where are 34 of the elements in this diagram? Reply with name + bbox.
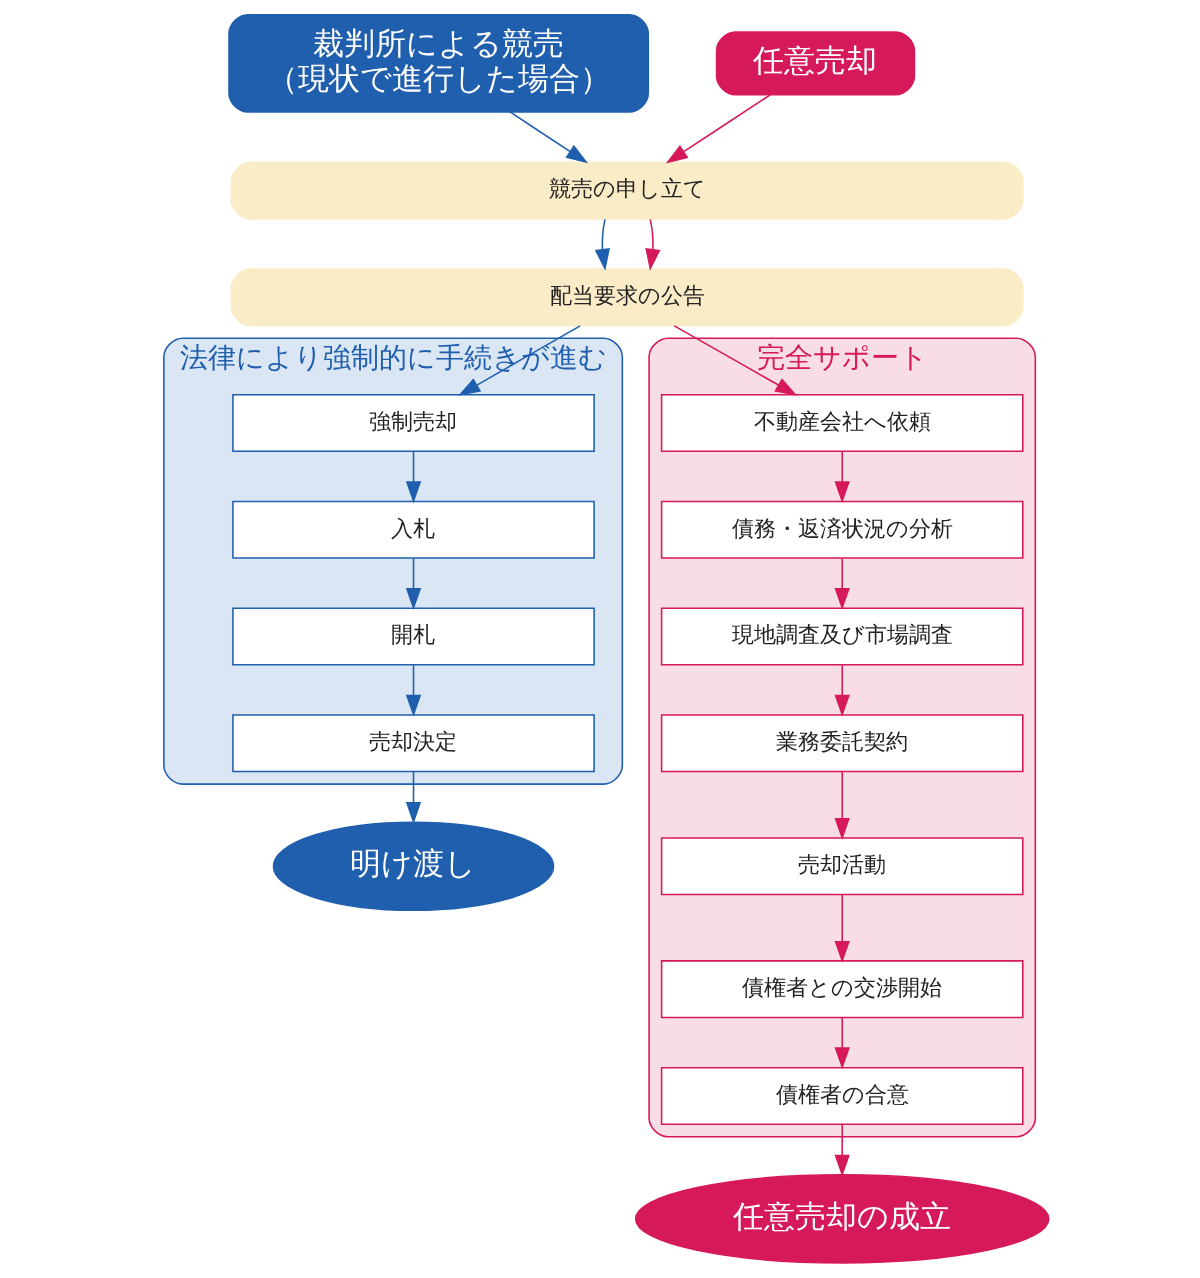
arrow [834, 1123, 850, 1177]
node-box: 強制売却 [232, 393, 595, 453]
arrow [405, 451, 422, 504]
node-ellipse: 明け渡し [272, 821, 555, 912]
arrow [834, 894, 850, 963]
node-ellipse: 任意売却の成立 [634, 1174, 1050, 1264]
node-box: 債権者の合意 [660, 1066, 1024, 1125]
node-box: 現地調査及び市場調査 [660, 607, 1024, 666]
arrow [834, 451, 850, 504]
node-box: 任意売却 [715, 31, 916, 96]
node-box: 債務・返済状況の分析 [660, 500, 1024, 559]
node-box: 債権者との交渉開始 [660, 960, 1024, 1019]
node-box: 売却活動 [660, 837, 1024, 896]
node-box: 開札 [232, 607, 595, 666]
arrow [458, 325, 581, 396]
node-box: 売却決定 [232, 714, 595, 773]
arrow [405, 664, 422, 717]
arrow [834, 771, 850, 840]
arrow [405, 771, 422, 824]
arrow [673, 325, 798, 396]
node-box: 業務委託契約 [660, 714, 1024, 773]
node-box: 不動産会社へ依頼 [660, 393, 1024, 453]
node-box: 配当要求の公告 [230, 268, 1024, 327]
node-box: 入札 [232, 500, 595, 559]
arrow [834, 1017, 850, 1070]
arrow [594, 218, 611, 271]
arrow [834, 664, 850, 717]
arrow [405, 557, 422, 610]
arrow [834, 557, 850, 610]
node-box: 競売の申し立て [230, 161, 1024, 220]
arrow [645, 218, 661, 271]
node-box: 裁判所による競売 （現状で進行した場合） [228, 13, 650, 113]
arrow [665, 94, 771, 164]
arrow [509, 111, 589, 164]
